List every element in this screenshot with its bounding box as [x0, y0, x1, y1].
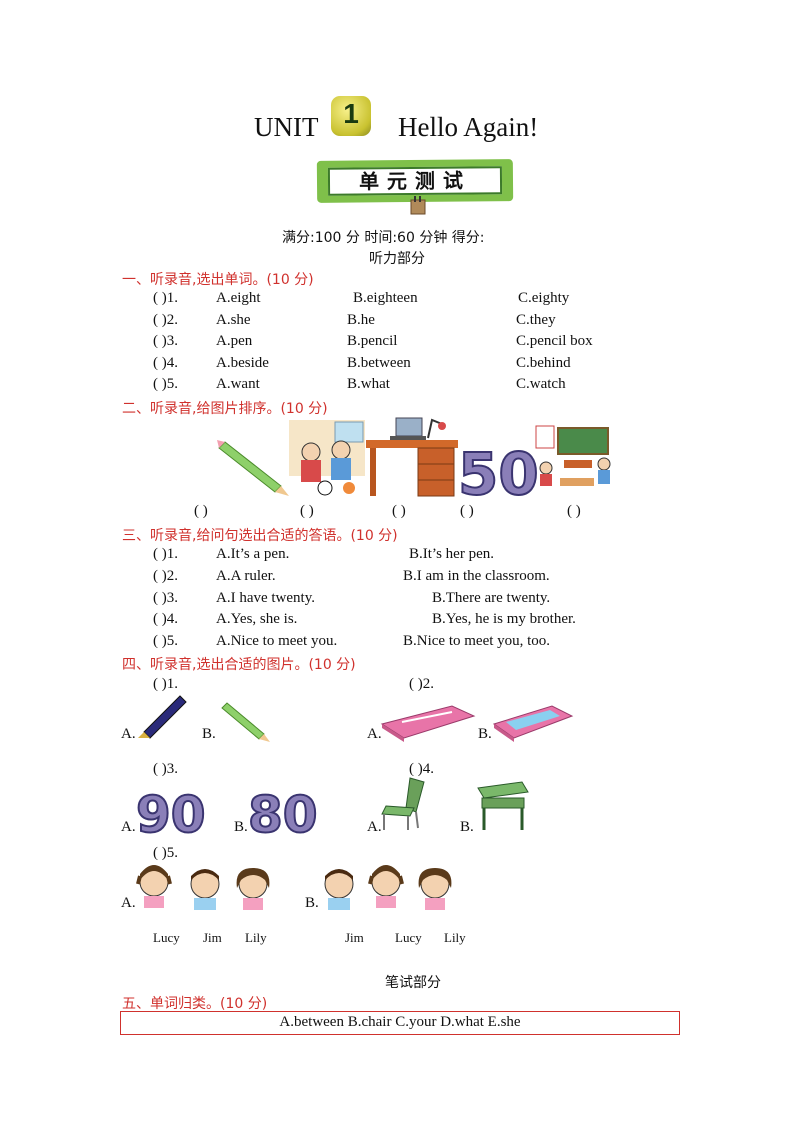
- section5-title: 五、单词归类。(10 分): [122, 996, 268, 1012]
- s1-q5-c: C.watch: [516, 376, 566, 392]
- s1-q2-b: B.he: [347, 312, 375, 328]
- name-b-1: Jim: [345, 930, 364, 945]
- section1-title: 一、听录音,选出单词。(10 分): [122, 272, 314, 288]
- s1-q3-b: B.pencil: [347, 333, 398, 349]
- s4-q2-num: ( )2.: [409, 676, 434, 692]
- s1-q1-c: C.eighty: [518, 290, 570, 306]
- girl-lily-avatar-b: [418, 868, 452, 910]
- s3-q5-b: B.Nice to meet you, too.: [403, 633, 551, 649]
- s3-q1-num: ( )1.: [153, 546, 178, 562]
- s4-q2-opt-a: A.: [367, 726, 382, 742]
- s2-blank-3: ( ): [392, 503, 406, 519]
- s1-q3-a: A.pen: [216, 333, 253, 349]
- s3-q3-b: B.There are twenty.: [432, 590, 551, 606]
- s1-q1-b: B.eighteen: [353, 290, 418, 306]
- boy-jim-avatar-b: [324, 869, 354, 910]
- fountain-pen-image: [138, 695, 187, 739]
- s4-q1-opt-b: B.: [202, 726, 216, 742]
- s1-q1-a: A.eight: [216, 290, 261, 306]
- s1-q5-num: ( )5.: [153, 376, 178, 392]
- s4-q1-num: ( )1.: [153, 676, 178, 692]
- s1-q4-a: A.beside: [216, 355, 269, 371]
- s1-q5-a: A.want: [216, 376, 260, 392]
- girl-lucy-avatar-b: [368, 865, 404, 908]
- name-a-3: Lily: [245, 930, 267, 945]
- listening-part-heading: 听力部分: [369, 251, 425, 267]
- s3-q4-num: ( )4.: [153, 611, 178, 627]
- unit-number-badge: 1: [331, 96, 371, 136]
- s1-q3-num: ( )3.: [153, 333, 178, 349]
- pencil-option-image: [221, 702, 270, 742]
- s1-q3-c: C.pencil box: [516, 333, 593, 349]
- s3-q2-num: ( )2.: [153, 568, 178, 584]
- s4-q2-opt-b: B.: [478, 726, 492, 742]
- section4-title: 四、听录音,选出合适的图片。(10 分): [122, 657, 356, 673]
- s4-q5-num: ( )5.: [153, 845, 178, 861]
- s3-q1-a: A.It’s a pen.: [216, 546, 290, 562]
- s2-blank-4: ( ): [460, 503, 474, 519]
- score-info: 满分:100 分 时间:60 分钟 得分:: [282, 230, 485, 246]
- unit-label: UNIT: [254, 112, 319, 142]
- unit-title: Hello Again!: [398, 112, 539, 142]
- s2-blank-5: ( ): [567, 503, 581, 519]
- s1-q4-b: B.between: [347, 355, 411, 371]
- s1-q2-num: ( )2.: [153, 312, 178, 328]
- name-b-2: Lucy: [395, 930, 422, 945]
- s1-q4-c: C.behind: [516, 355, 571, 371]
- word-bank-box: A.between B.chair C.your D.what E.she: [120, 1011, 680, 1035]
- boy-jim-avatar: [190, 869, 220, 910]
- s3-q5-num: ( )5.: [153, 633, 178, 649]
- s4-q3-opt-b: B.: [234, 819, 248, 835]
- name-a-1: Lucy: [153, 930, 180, 945]
- number-80-text: 80: [248, 786, 318, 844]
- pencil-image: [217, 440, 289, 496]
- s3-q1-b: B.It’s her pen.: [409, 546, 494, 562]
- word-bank: A.between B.chair C.your D.what E.she: [279, 1014, 521, 1030]
- s3-q3-num: ( )3.: [153, 590, 178, 606]
- girl-lily-avatar: [236, 868, 270, 910]
- s3-q4-a: A.Yes, she is.: [216, 611, 298, 627]
- s4-q5-opt-a: A.: [121, 895, 136, 911]
- children-playing-image: [289, 420, 365, 496]
- number-50-image: 50: [457, 439, 540, 509]
- s4-q4-opt-b: B.: [460, 819, 474, 835]
- number-90-text: 90: [136, 786, 206, 844]
- s4-q5-opt-b: B.: [305, 895, 319, 911]
- classroom-image: [535, 425, 611, 486]
- s4-q3-num: ( )3.: [153, 761, 178, 777]
- table-image: [477, 781, 529, 830]
- banner-text: 单元测试: [327, 166, 503, 196]
- girl-lucy-avatar: [136, 865, 172, 908]
- number-80-image: 80: [247, 785, 319, 845]
- s1-q2-a: A.she: [216, 312, 251, 328]
- s4-q4-num: ( )4.: [409, 761, 434, 777]
- name-a-2: Jim: [203, 930, 222, 945]
- s4-q4-opt-a: A.: [367, 819, 382, 835]
- s4-q3-opt-a: A.: [121, 819, 136, 835]
- number-50-text: 50: [458, 440, 539, 508]
- pencil-box-closed-image: [380, 705, 476, 742]
- section2-title: 二、听录音,给图片排序。(10 分): [122, 401, 328, 417]
- s1-q1-num: ( )1.: [153, 290, 178, 306]
- s4-q1-opt-a: A.: [121, 726, 136, 742]
- s3-q5-a: A.Nice to meet you.: [216, 633, 338, 649]
- s3-q2-b: B.I am in the classroom.: [403, 568, 550, 584]
- pencil-holder-icon: [410, 196, 426, 215]
- chair-image: [381, 777, 425, 830]
- s2-blank-2: ( ): [300, 503, 314, 519]
- writing-part-heading: 笔试部分: [385, 975, 441, 991]
- s1-q4-num: ( )4.: [153, 355, 178, 371]
- s3-q4-b: B.Yes, he is my brother.: [432, 611, 576, 627]
- desk-image: [366, 417, 458, 497]
- number-90-image: 90: [135, 785, 207, 845]
- s2-blank-1: ( ): [194, 503, 208, 519]
- section3-title: 三、听录音,给问句选出合适的答语。(10 分): [122, 528, 398, 544]
- s1-q5-b: B.what: [347, 376, 390, 392]
- pencil-box-open-image: [492, 705, 574, 742]
- name-b-3: Lily: [444, 930, 466, 945]
- unit-number: 1: [343, 98, 359, 129]
- s3-q3-a: A.I have twenty.: [216, 590, 315, 606]
- s1-q2-c: C.they: [516, 312, 556, 328]
- s3-q2-a: A.A ruler.: [216, 568, 276, 584]
